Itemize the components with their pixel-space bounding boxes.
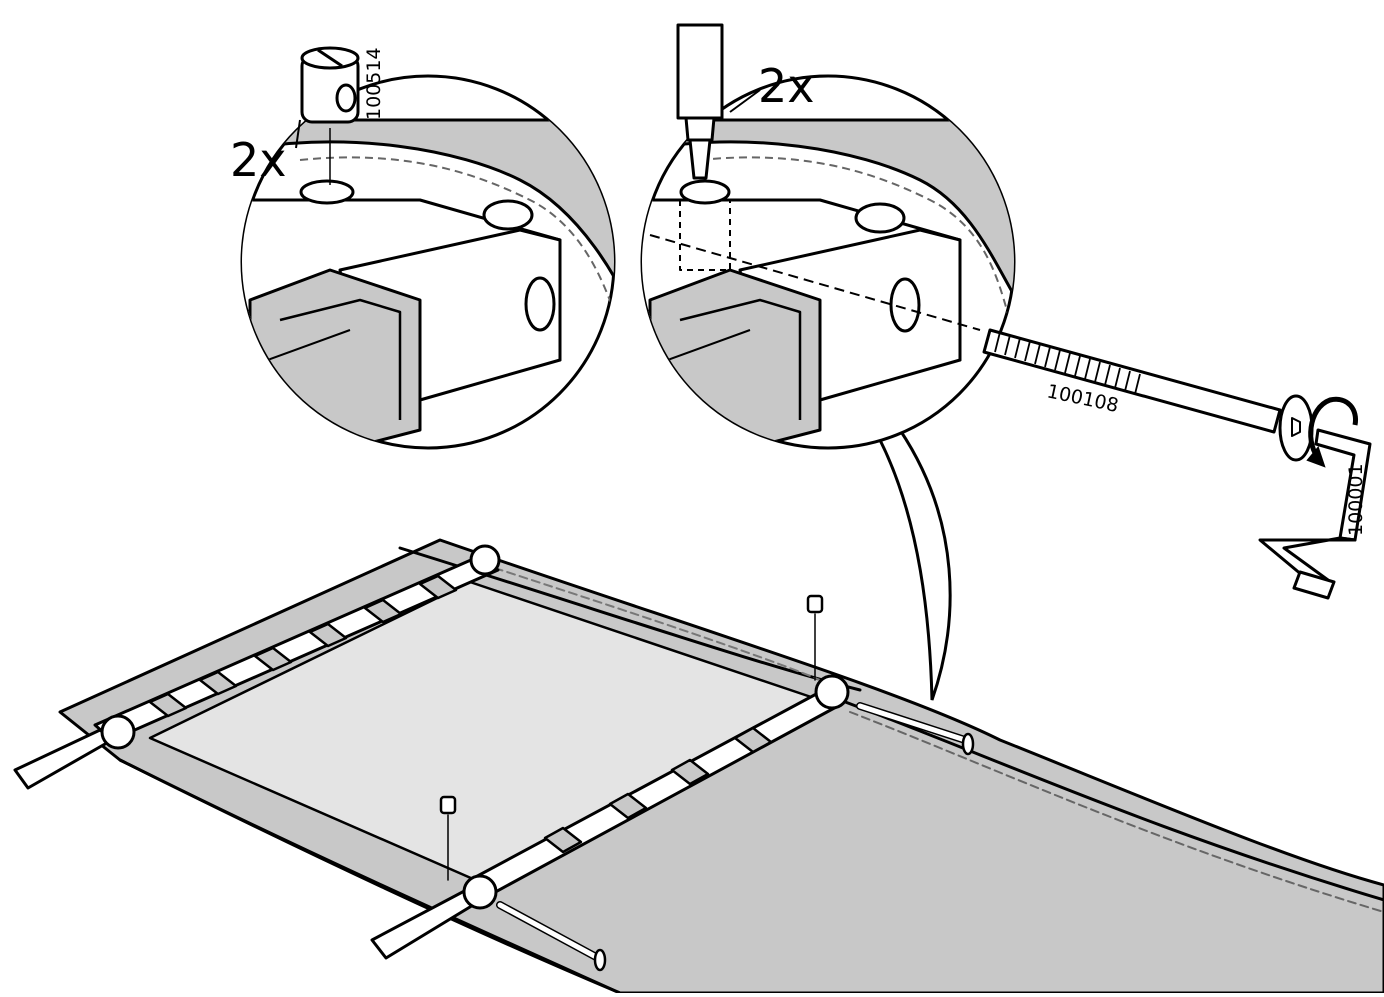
barrel-nut-icon bbox=[806, 594, 824, 681]
joint-right bbox=[814, 674, 850, 710]
bar-end-left bbox=[13, 728, 114, 790]
detail-circle-left bbox=[240, 74, 616, 450]
bolt-icon bbox=[856, 702, 975, 756]
callout-pointer bbox=[878, 429, 952, 701]
barrel-nut-icon bbox=[300, 46, 360, 185]
leader-line-left bbox=[295, 119, 301, 149]
allen-key-icon bbox=[1258, 428, 1372, 600]
part-number-barrel-nut: 100514 bbox=[363, 47, 385, 120]
bolt-icon bbox=[982, 328, 1314, 462]
joint-top bbox=[469, 544, 501, 576]
bolt-icon bbox=[496, 901, 607, 972]
part-number-allen-key: 100001 bbox=[1345, 463, 1367, 536]
leader-line-right bbox=[729, 89, 761, 113]
fabric-edge-bottom bbox=[838, 698, 1384, 902]
main-assembly bbox=[13, 538, 1384, 995]
barrel-nut-icon bbox=[439, 795, 457, 881]
joint-left bbox=[100, 714, 136, 750]
quantity-label-right: 2x bbox=[758, 59, 815, 113]
screwdriver-icon bbox=[676, 23, 724, 180]
rotation-arrow-icon bbox=[1306, 396, 1359, 468]
quantity-label-left: 2x bbox=[230, 133, 287, 187]
joint-bottom bbox=[462, 874, 498, 910]
